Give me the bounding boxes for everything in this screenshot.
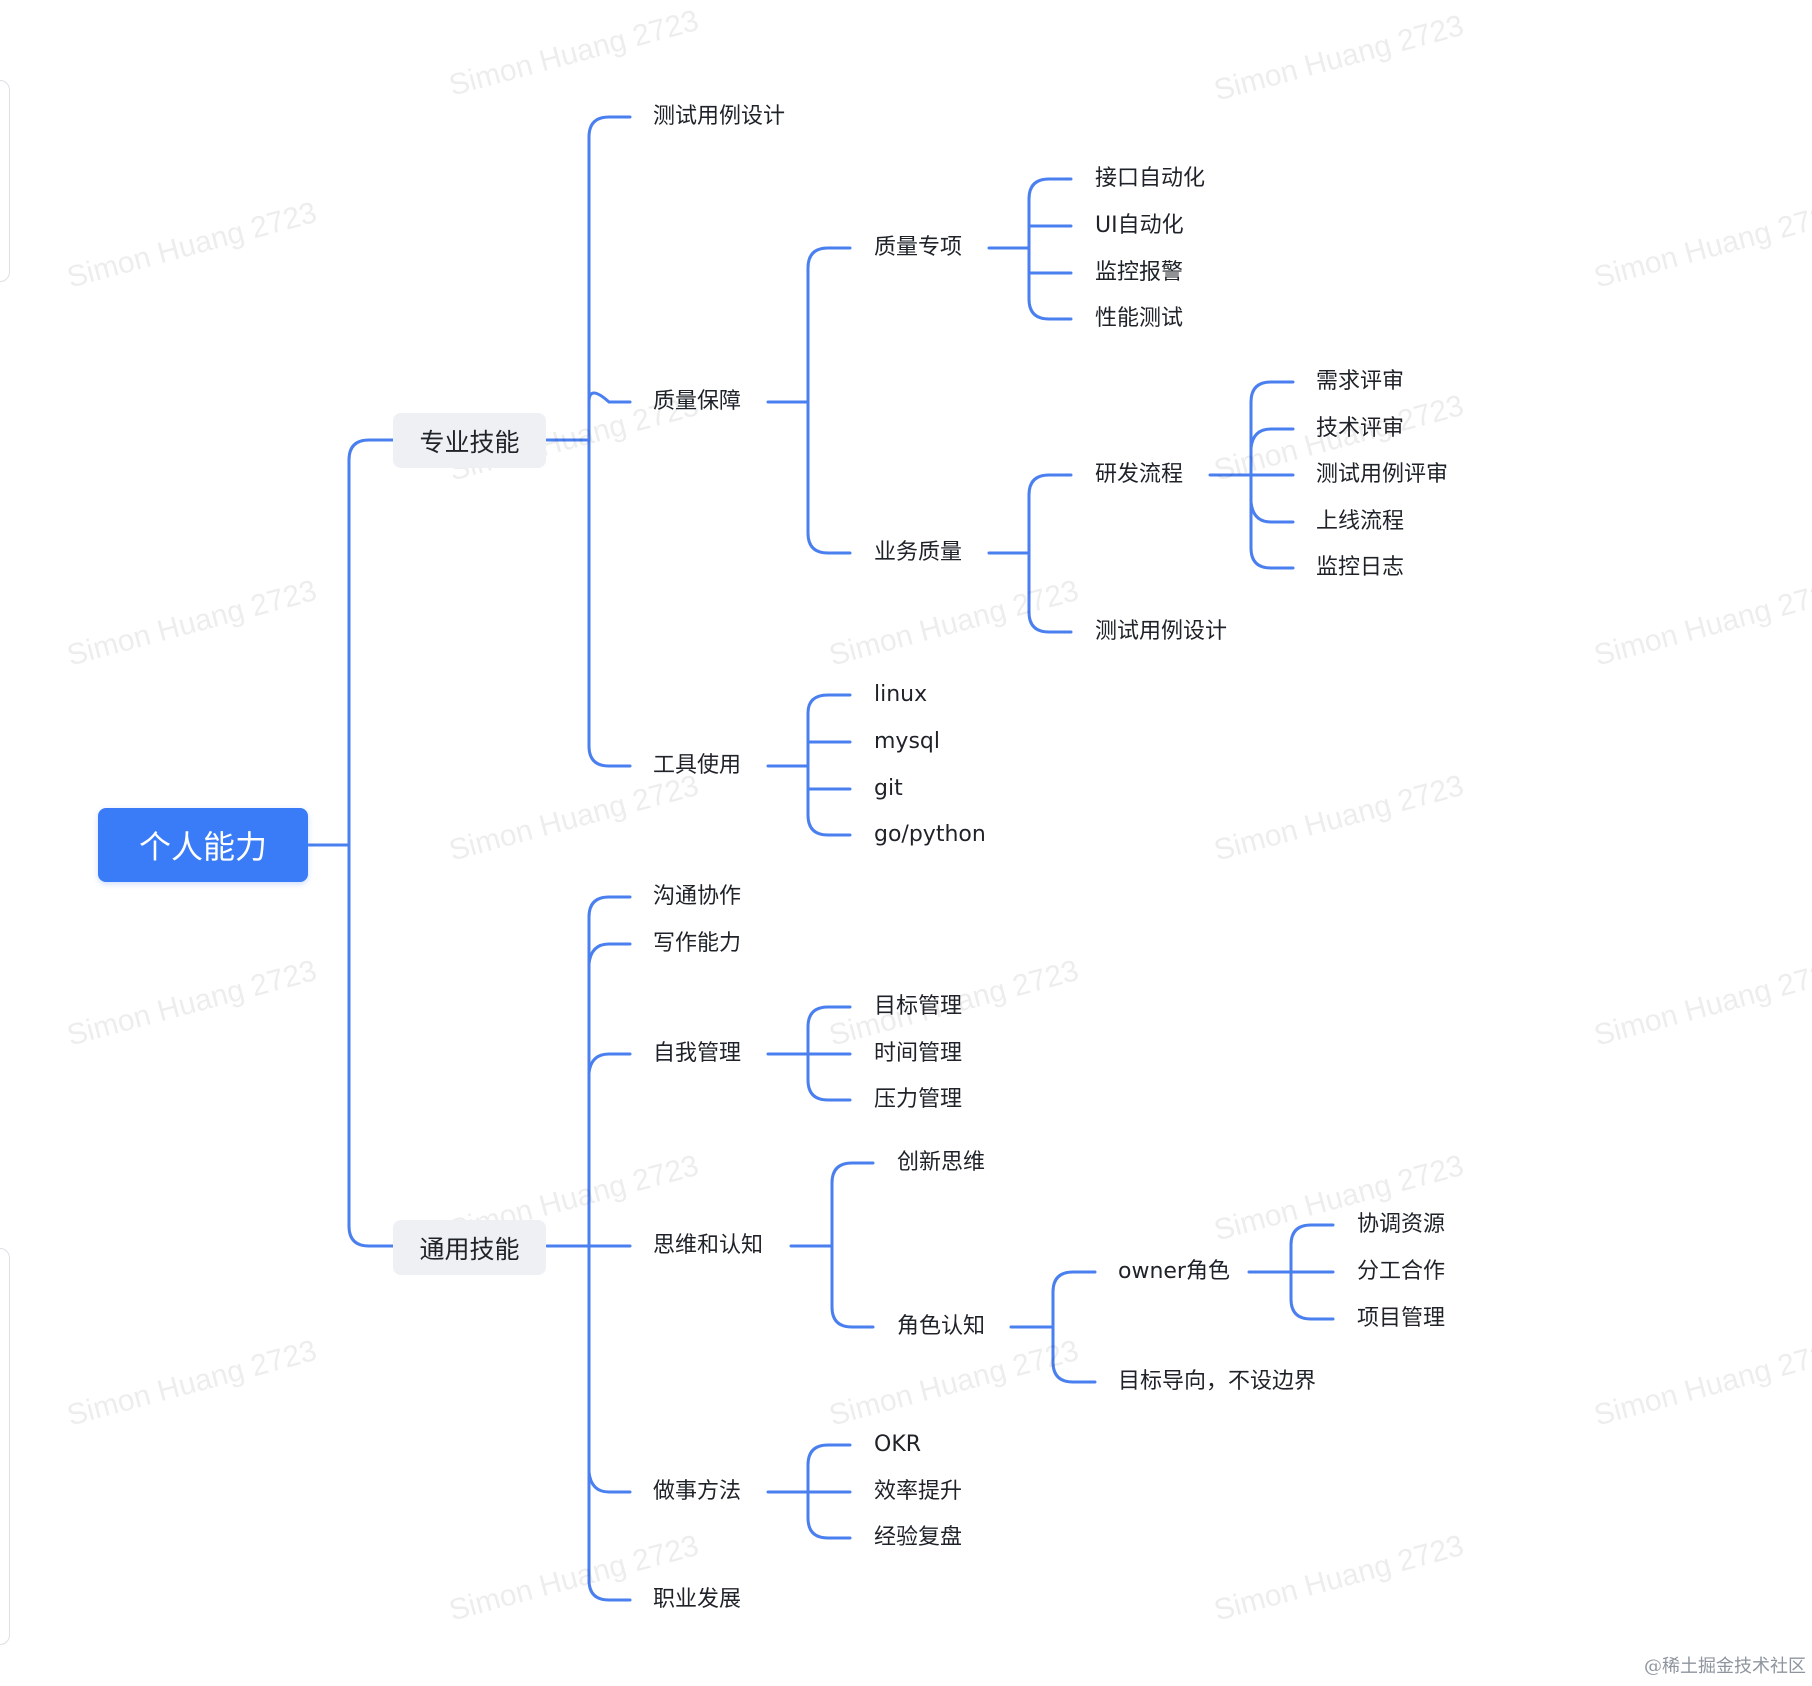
node-innovation[interactable]: 创新思维 xyxy=(897,1150,986,1175)
node-self-management[interactable]: 自我管理 xyxy=(653,1041,742,1066)
node-thinking[interactable]: 思维和认知 xyxy=(653,1233,764,1258)
left-side-panel-top[interactable] xyxy=(0,80,10,282)
connector-root xyxy=(307,438,395,1248)
node-git[interactable]: git xyxy=(874,776,903,801)
node-professional-skills-label: 专业技能 xyxy=(419,427,520,457)
node-requirement-review[interactable]: 需求评审 xyxy=(1316,369,1405,394)
node-coordinate-resources[interactable]: 协调资源 xyxy=(1357,1212,1446,1237)
connector-business-quality xyxy=(987,473,1073,634)
connector-role xyxy=(1009,1270,1097,1384)
node-efficiency[interactable]: 效率提升 xyxy=(874,1479,963,1504)
node-business-test-case-design[interactable]: 测试用例设计 xyxy=(1095,619,1228,644)
node-goal-management[interactable]: 目标管理 xyxy=(874,994,963,1019)
node-retrospective[interactable]: 经验复盘 xyxy=(874,1525,963,1550)
node-monitoring-logs[interactable]: 监控日志 xyxy=(1316,555,1405,580)
node-release-process[interactable]: 上线流程 xyxy=(1316,509,1405,534)
node-career[interactable]: 职业发展 xyxy=(653,1587,742,1612)
node-general-skills[interactable]: 通用技能 xyxy=(393,1220,546,1275)
connector-thinking xyxy=(789,1161,875,1329)
connector-professional xyxy=(545,115,632,768)
connector-quality-assurance xyxy=(766,246,852,555)
node-time-management[interactable]: 时间管理 xyxy=(874,1041,963,1066)
node-tech-review[interactable]: 技术评审 xyxy=(1316,416,1405,441)
node-tools[interactable]: 工具使用 xyxy=(653,753,742,778)
node-stress-management[interactable]: 压力管理 xyxy=(874,1087,963,1112)
node-test-case-design[interactable]: 测试用例设计 xyxy=(653,104,786,129)
node-division-cooperation[interactable]: 分工合作 xyxy=(1357,1259,1446,1284)
node-working-method[interactable]: 做事方法 xyxy=(653,1479,742,1504)
node-professional-skills[interactable]: 专业技能 xyxy=(393,413,546,468)
node-performance-testing[interactable]: 性能测试 xyxy=(1095,306,1184,331)
node-okr[interactable]: OKR xyxy=(874,1432,922,1457)
node-communication[interactable]: 沟通协作 xyxy=(653,884,742,909)
site-credit: @稀土掘金技术社区 xyxy=(1644,1656,1806,1677)
node-quality-assurance[interactable]: 质量保障 xyxy=(653,389,742,414)
node-business-quality[interactable]: 业务质量 xyxy=(874,540,963,565)
node-goal-oriented[interactable]: 目标导向，不设边界 xyxy=(1118,1369,1317,1394)
connector-self-management xyxy=(766,1005,852,1102)
node-quality-topics[interactable]: 质量专项 xyxy=(874,235,963,260)
node-writing[interactable]: 写作能力 xyxy=(653,931,742,956)
node-general-skills-label: 通用技能 xyxy=(419,1234,520,1264)
node-go-python[interactable]: go/python xyxy=(874,822,986,847)
node-linux[interactable]: linux xyxy=(874,682,928,707)
connector-tools xyxy=(766,693,852,837)
root-label: 个人能力 xyxy=(138,828,267,866)
connector-general xyxy=(545,895,632,1602)
connector-owner xyxy=(1247,1223,1335,1321)
connector-quality-topics xyxy=(987,177,1073,321)
node-role-awareness[interactable]: 角色认知 xyxy=(897,1314,986,1339)
node-owner-role[interactable]: owner角色 xyxy=(1118,1259,1230,1284)
node-project-management[interactable]: 项目管理 xyxy=(1357,1306,1446,1331)
node-ui-automation[interactable]: UI自动化 xyxy=(1095,213,1184,238)
node-monitoring-alerts[interactable]: 监控报警 xyxy=(1095,260,1184,285)
root-node[interactable]: 个人能力 xyxy=(98,808,308,882)
node-mysql[interactable]: mysql xyxy=(874,729,940,754)
node-dev-process[interactable]: 研发流程 xyxy=(1095,462,1184,487)
node-api-automation[interactable]: 接口自动化 xyxy=(1095,166,1206,191)
left-side-panel-bottom[interactable] xyxy=(0,1248,10,1645)
connector-working-method xyxy=(766,1443,852,1540)
node-test-case-review[interactable]: 测试用例评审 xyxy=(1316,462,1449,487)
connector-dev-process xyxy=(1208,380,1295,570)
